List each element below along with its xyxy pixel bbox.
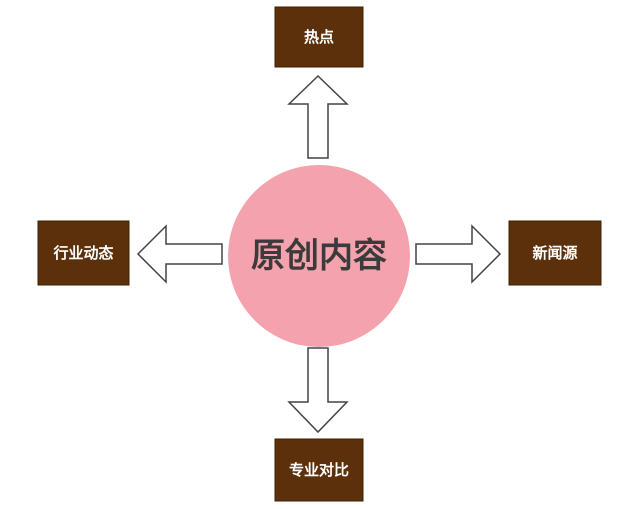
node-top-box — [274, 6, 364, 68]
node-right: 新闻源 — [508, 220, 602, 286]
node-top: 热点 — [274, 6, 364, 68]
center-node: 原创内容 — [228, 165, 410, 347]
center-circle — [228, 165, 410, 347]
arrow-right — [415, 224, 502, 284]
node-right-label: 新闻源 — [532, 244, 577, 262]
node-bottom-label: 专业对比 — [289, 461, 349, 479]
arrow-left — [136, 224, 223, 284]
node-left-label: 行业动态 — [52, 244, 113, 262]
node-top-label: 热点 — [304, 28, 334, 46]
node-left: 行业动态 — [37, 220, 130, 286]
node-bottom: 专业对比 — [274, 438, 364, 502]
center-label: 原创内容 — [251, 236, 387, 276]
node-bottom-box — [274, 438, 364, 502]
node-right-box — [508, 220, 602, 286]
arrow-up — [287, 74, 349, 159]
arrow-down — [287, 347, 349, 434]
node-left-box — [37, 220, 130, 286]
